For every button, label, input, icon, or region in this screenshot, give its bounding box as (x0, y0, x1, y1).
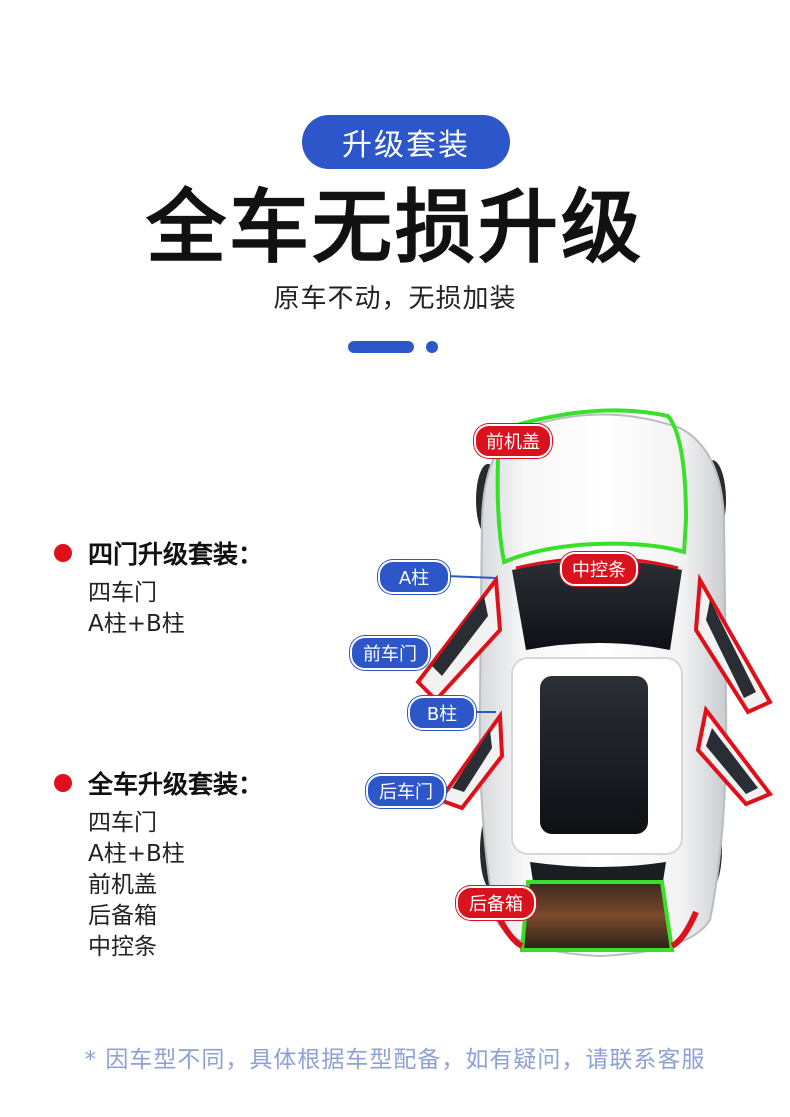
package-items: 四车门 A柱+B柱 (88, 578, 263, 640)
bullet-dot-icon (54, 774, 72, 792)
label-dashboard-strip: 中控条 (560, 552, 638, 586)
package-item: A柱+B柱 (88, 841, 185, 867)
package-item: A柱+B柱 (88, 611, 185, 637)
label-hood: 前机盖 (474, 424, 552, 458)
package-item: 四车门 (88, 580, 157, 606)
package-full-car: 全车升级套装： 四车门 A柱+B柱 前机盖 后备箱 中控条 (54, 766, 263, 963)
package-item: 后备箱 (88, 903, 157, 929)
package-badge: 升级套装 (302, 115, 510, 169)
package-items: 四车门 A柱+B柱 前机盖 后备箱 中控条 (88, 808, 263, 963)
bullet-dot-icon (54, 544, 72, 562)
label-b-pillar: B柱 (408, 696, 476, 730)
package-title: 全车升级套装： (88, 770, 264, 799)
footnote: * 因车型不同，具体根据车型配备，如有疑问，请联系客服 (84, 1047, 706, 1073)
label-trunk: 后备箱 (456, 886, 536, 920)
decorative-dash (348, 341, 414, 353)
package-item: 前机盖 (88, 872, 157, 898)
package-four-doors: 四门升级套装： 四车门 A柱+B柱 (54, 536, 263, 640)
package-title: 四门升级套装： (88, 540, 264, 569)
page-subheadline: 原车不动，无损加装 (273, 284, 517, 314)
car-top-view-illustration: 前机盖 中控条 A柱 前车门 B柱 后车门 后备箱 (350, 400, 790, 970)
decorative-dot (426, 341, 438, 353)
label-a-pillar: A柱 (378, 560, 450, 594)
package-item: 四车门 (88, 810, 157, 836)
label-front-door: 前车门 (350, 636, 430, 670)
page-headline: 全车无损升级 (146, 181, 644, 274)
car-icon (415, 408, 774, 958)
package-item: 中控条 (88, 934, 157, 960)
label-rear-door: 后车门 (366, 774, 446, 808)
